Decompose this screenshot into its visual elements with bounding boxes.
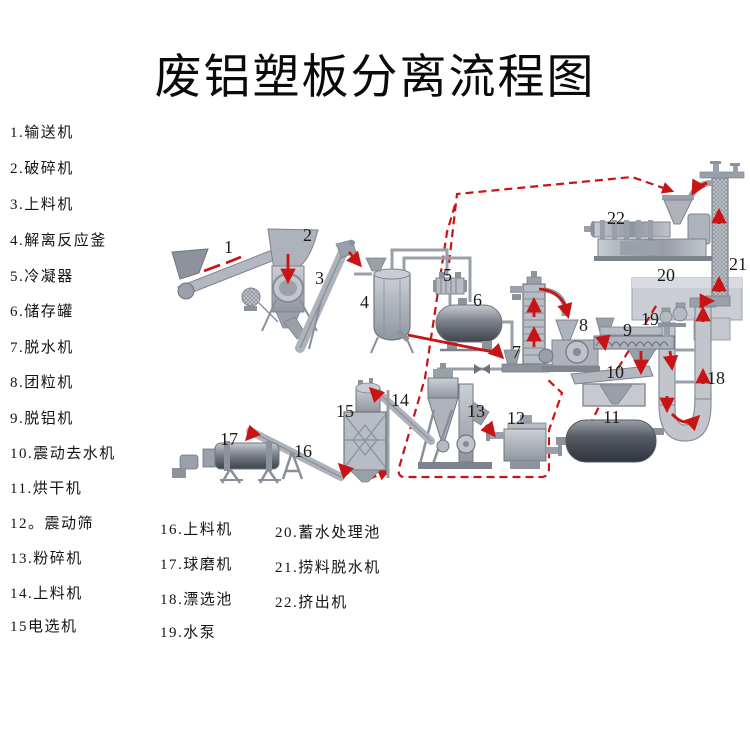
legend-item-3: 3.上料机 <box>10 197 74 213</box>
machine-5-condenser <box>433 272 467 305</box>
machine-number-2: 2 <box>303 225 312 245</box>
legend-item-8: 8.团粒机 <box>10 375 74 391</box>
legend-item-15: 15电选机 <box>10 619 78 635</box>
machine-17-ball-mill <box>172 441 281 484</box>
legend-item-12: 12。震动筛 <box>10 516 95 532</box>
machine-number-labels: 1 2 3 4 5 6 7 8 9 10 11 12 13 14 15 16 1… <box>220 208 747 461</box>
legend-item-9: 9.脱铝机 <box>10 411 74 427</box>
legend-item-19: 19.水泵 <box>160 625 217 641</box>
page-title: 废铝塑板分离流程图 <box>154 52 596 104</box>
machine-number-10: 10 <box>606 362 624 382</box>
legend-item-5: 5.冷凝器 <box>10 269 74 285</box>
machine-number-15: 15 <box>336 401 354 421</box>
legend-item-11: 11.烘干机 <box>10 481 83 497</box>
machine-number-17: 17 <box>220 429 238 449</box>
legend-item-7: 7.脱水机 <box>10 340 74 356</box>
machine-16-feeder <box>246 427 345 481</box>
machine-number-16: 16 <box>294 441 312 461</box>
legend-item-4: 4.解离反应釜 <box>10 233 107 249</box>
legend-item-16: 16.上料机 <box>160 522 233 538</box>
legend-item-13: 13.粉碎机 <box>10 551 83 567</box>
machine-number-14: 14 <box>391 390 409 410</box>
machine-number-7: 7 <box>512 342 521 362</box>
machine-number-9: 9 <box>623 320 632 340</box>
legend-item-10: 10.震动去水机 <box>10 446 116 462</box>
machine-number-3: 3 <box>315 268 324 288</box>
machine-10-vibration-dewaterer <box>570 365 654 407</box>
legend-item-6: 6.储存罐 <box>10 304 74 320</box>
machine-4-reactor <box>365 248 472 354</box>
flow-arrows <box>203 178 727 480</box>
machine-number-5: 5 <box>443 265 452 285</box>
legend-item-22: 22.挤出机 <box>275 595 348 611</box>
legend-item-18: 18.漂选池 <box>160 592 233 608</box>
legend-item-14: 14.上料机 <box>10 586 83 602</box>
machine-11-dryer <box>556 419 664 463</box>
legend-item-2: 2.破碎机 <box>10 161 74 177</box>
machine-8-pelletizer <box>538 319 600 372</box>
machine-22-extruder <box>584 195 712 261</box>
legend-item-17: 17.球磨机 <box>160 557 233 573</box>
machine-number-1: 1 <box>224 237 233 257</box>
machine-number-22: 22 <box>607 208 625 228</box>
machine-number-4: 4 <box>360 292 369 312</box>
legend-item-20: 20.蓄水处理池 <box>275 525 381 541</box>
machine-number-8: 8 <box>579 315 588 335</box>
machine-number-21: 21 <box>729 254 747 274</box>
machine-number-20: 20 <box>657 265 675 285</box>
legend-item-21: 21.捞料脱水机 <box>275 560 381 576</box>
machine-number-18: 18 <box>707 368 725 388</box>
legend-item-1: 1.输送机 <box>10 125 74 141</box>
machine-number-11: 11 <box>603 407 620 427</box>
machine-13-pulverizer <box>418 363 492 469</box>
machine-number-6: 6 <box>473 290 482 310</box>
machine-2-crusher <box>241 228 319 340</box>
machine-number-13: 13 <box>467 401 485 421</box>
machine-number-12: 12 <box>507 408 525 428</box>
machine-number-19: 19 <box>641 309 659 329</box>
